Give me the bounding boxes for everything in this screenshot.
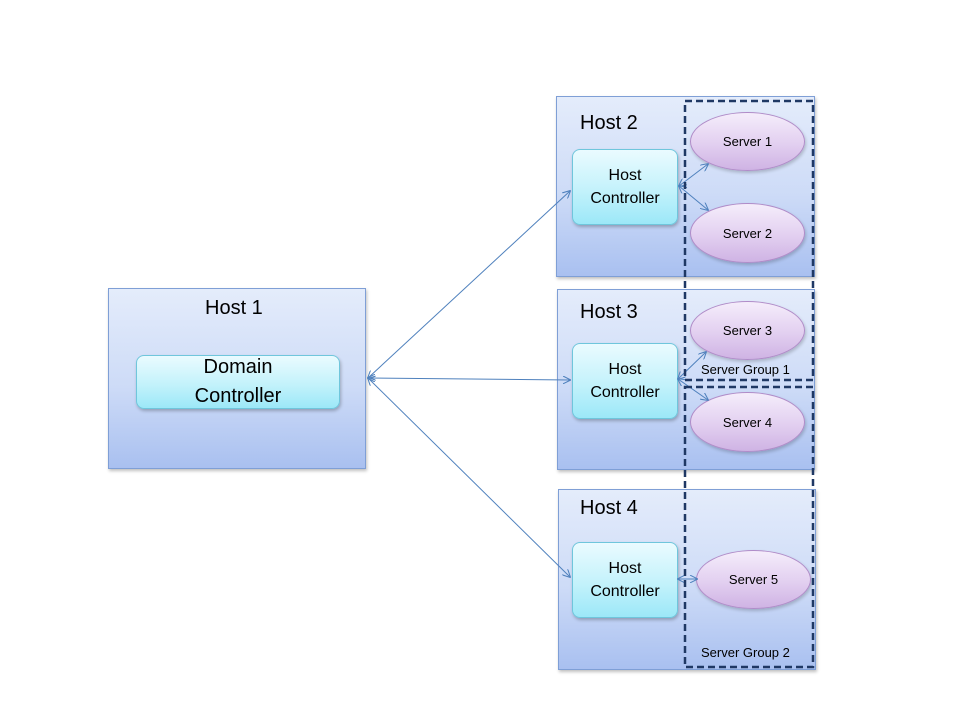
- host-2-title: Host 2: [580, 112, 638, 134]
- host-3-controller: Host Controller: [572, 343, 678, 419]
- link-hc2-server1: [679, 164, 708, 186]
- server-1: Server 1: [690, 112, 805, 171]
- link-hc2-server2: [679, 186, 708, 210]
- server-2: Server 2: [690, 203, 805, 263]
- host-3-title: Host 3: [580, 301, 638, 323]
- domain-controller: Domain Controller: [136, 355, 340, 409]
- server-group-1-outline: [683, 99, 815, 382]
- server-4: Server 4: [690, 392, 805, 452]
- link-host1-host3: [368, 378, 570, 380]
- server-3: Server 3: [690, 301, 805, 360]
- link-hc3-server3: [678, 352, 706, 379]
- link-host1-host2: [368, 191, 570, 378]
- link-hc3-server4: [678, 379, 708, 400]
- server-group-1-label: Server Group 1: [701, 362, 790, 377]
- server-group-2-label: Server Group 2: [701, 645, 790, 660]
- server-5: Server 5: [696, 550, 811, 609]
- host-1-box: Host 1 Domain Controller: [108, 288, 366, 469]
- server-group-2-outline: [683, 385, 815, 669]
- host-4-title: Host 4: [580, 497, 638, 519]
- host-2-controller: Host Controller: [572, 149, 678, 225]
- link-host1-host4: [368, 378, 570, 577]
- host-1-title: Host 1: [205, 297, 263, 319]
